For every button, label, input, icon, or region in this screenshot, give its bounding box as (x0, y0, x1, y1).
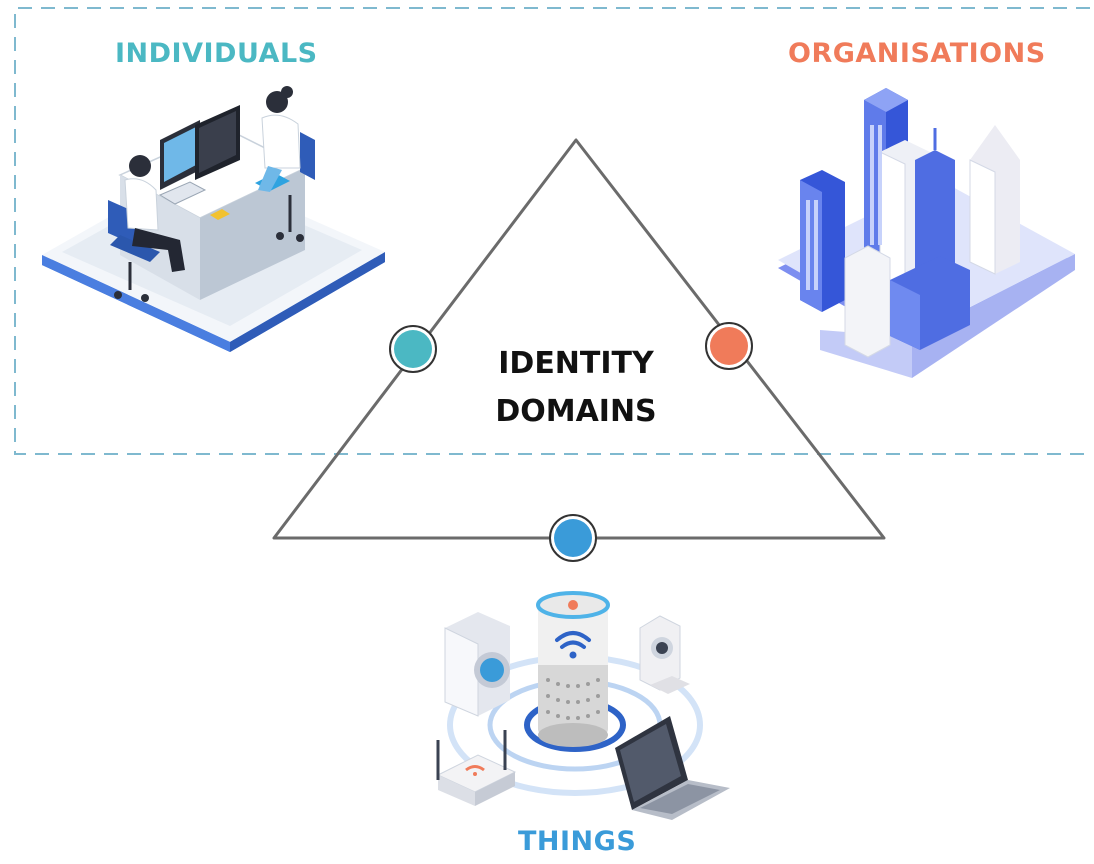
things-label: THINGS (518, 826, 637, 857)
boundary-dashed-region (14, 7, 1090, 455)
title-line-2: DOMAINS (495, 394, 657, 429)
things-node (549, 514, 597, 562)
individuals-node (389, 325, 437, 373)
identity-triangle (272, 138, 886, 540)
office-workers-icon (42, 86, 385, 352)
organisations-node (705, 322, 753, 370)
diagram-title: IDENTITY DOMAINS (446, 340, 706, 436)
title-line-1: IDENTITY (498, 346, 654, 381)
individuals-label: INDIVIDUALS (115, 38, 318, 69)
city-buildings-icon (778, 88, 1075, 378)
organisations-label: ORGANISATIONS (788, 38, 1046, 69)
iot-devices-icon (436, 591, 730, 820)
